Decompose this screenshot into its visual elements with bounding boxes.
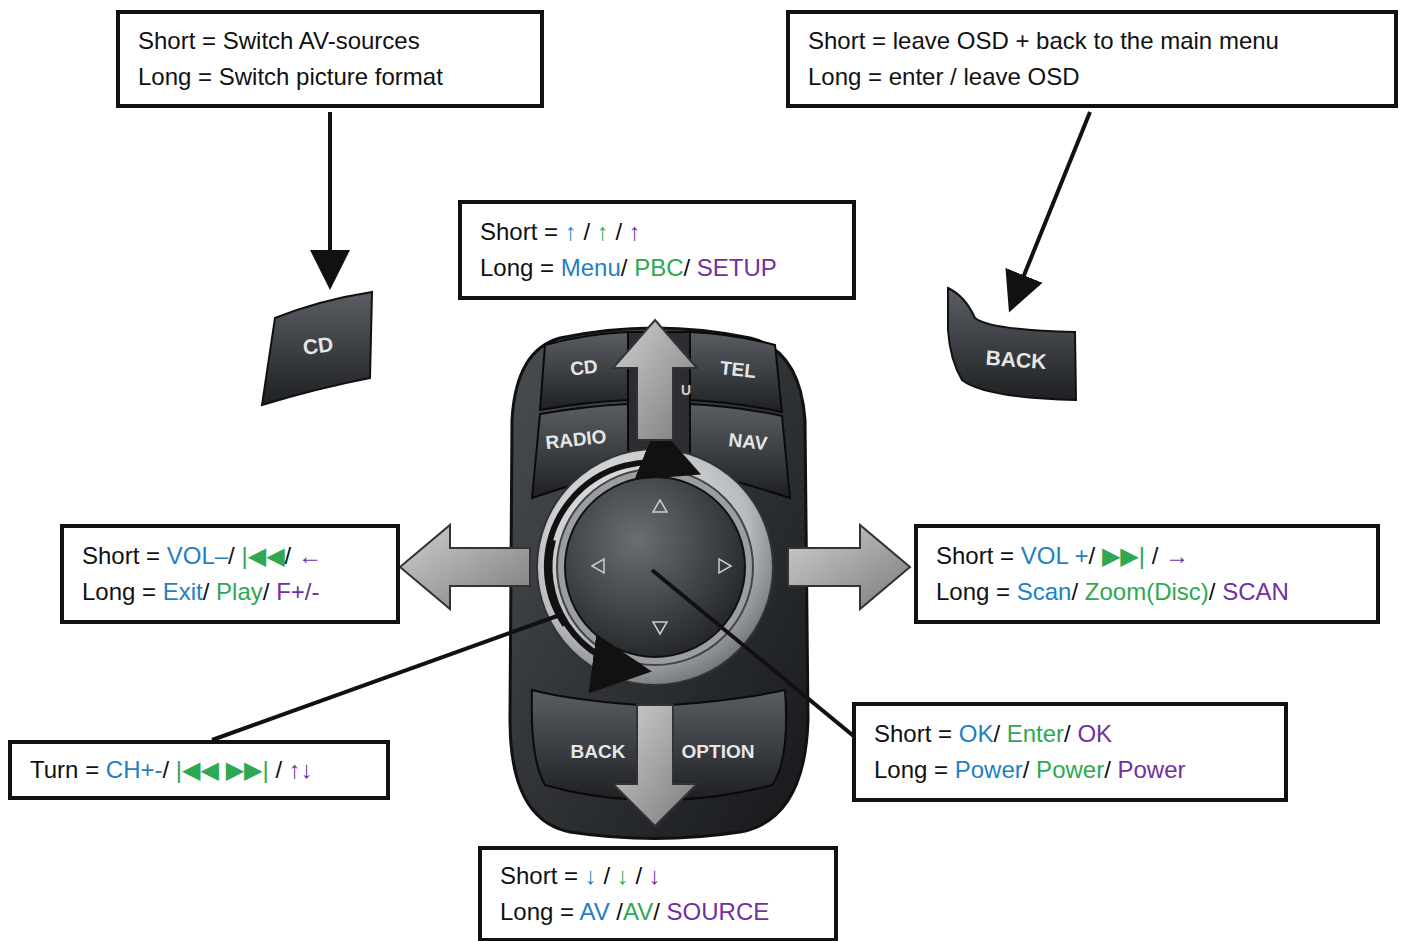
dvd-mode-text: Zoom(Disc) (1078, 578, 1209, 605)
setup-mode-text: ↑ (622, 218, 641, 245)
tv-mode-text: Power (955, 756, 1023, 783)
separator: / (203, 578, 210, 605)
button-label: OPTION (682, 741, 755, 763)
setup-mode-text: SETUP (690, 254, 777, 281)
prefix-text: Long = (874, 756, 955, 783)
button-label: BACK (571, 741, 626, 763)
separator: / (993, 720, 1000, 747)
dvd-mode-text: ▶▶| (1095, 542, 1151, 569)
callout-text: Short = ↓ / ↓ / ↓ (500, 858, 816, 894)
separator: / (583, 218, 590, 245)
separator: / (1152, 542, 1159, 569)
turn-callout: Turn = CH+-/ |◀◀ ▶▶| / ↑↓ (8, 740, 390, 800)
setup-mode-text: ↑↓ (282, 756, 313, 783)
callout-text: Long = AV /AV/ SOURCE (500, 894, 816, 930)
callout-text: Long = Power/ Power/ Power (874, 752, 1266, 788)
button-callout: Short = Switch AV-sourcesLong = Switch p… (116, 10, 544, 108)
dvd-mode-text: Enter (1000, 720, 1064, 747)
prefix-text: Long = (480, 254, 561, 281)
separator: / (263, 578, 270, 605)
callout-text: Short = ↑ / ↑ / ↑ (480, 214, 834, 250)
button-label: TEL (719, 357, 757, 383)
tv-mode-text: ↑ (565, 218, 584, 245)
callout-text: Short = Switch AV-sources (138, 23, 522, 59)
push-left-callout: Short = VOL–/ |◀◀/ ←Long = Exit/ Play/ F… (60, 524, 400, 624)
setup-mode-text: SOURCE (660, 898, 769, 925)
button-callout: Short = leave OSD + back to the main men… (786, 10, 1398, 108)
dvd-mode-text: ↓ (610, 862, 635, 889)
tv-mode-text: Exit (163, 578, 203, 605)
separator: / (285, 542, 292, 569)
setup-mode-text: Power (1111, 756, 1186, 783)
callout-text: Long = Exit/ Play/ F+/- (82, 574, 378, 610)
callout-text: Long = Menu/ PBC/ SETUP (480, 250, 834, 286)
button-label: NAV (728, 429, 769, 455)
callout-text: Long = Scan/ Zoom(Disc)/ SCAN (936, 574, 1358, 610)
dvd-mode-text: Play (209, 578, 262, 605)
callout-text: Long = Switch picture format (138, 59, 522, 95)
dvd-mode-text: PBC (627, 254, 683, 281)
callout-text: Short = OK/ Enter/ OK (874, 716, 1266, 752)
tv-mode-text: CH+- (106, 756, 163, 783)
prefix-text: Long = (82, 578, 163, 605)
tv-mode-text: AV (579, 898, 616, 925)
push-right-callout: Short = VOL +/ ▶▶| / →Long = Scan/ Zoom(… (914, 524, 1380, 624)
button-label: CD (569, 356, 599, 381)
setup-mode-text: SCAN (1215, 578, 1288, 605)
tv-mode-text: VOL– (167, 542, 228, 569)
callout-text: Short = VOL +/ ▶▶| / → (936, 538, 1358, 574)
tv-mode-text: VOL + (1021, 542, 1089, 569)
press-callout: Short = OK/ Enter/ OKLong = Power/ Power… (852, 702, 1288, 802)
push-down-callout: Short = ↓ / ↓ / ↓Long = AV /AV/ SOURCE (478, 846, 838, 941)
tv-mode-text: Menu (561, 254, 621, 281)
button-label: CD (301, 332, 334, 360)
setup-mode-text: → (1158, 542, 1189, 569)
prefix-text: Short = (82, 542, 167, 569)
separator: / (683, 254, 690, 281)
separator: / (1023, 756, 1030, 783)
callout-text: Short = VOL–/ |◀◀/ ← (82, 538, 378, 574)
separator: / (635, 862, 642, 889)
dvd-mode-text: |◀◀ ▶▶| (169, 756, 275, 783)
button-label: U (681, 382, 691, 398)
separator: / (275, 756, 282, 783)
separator: / (228, 542, 235, 569)
separator: / (615, 218, 622, 245)
dvd-mode-text: ↑ (590, 218, 615, 245)
separator: / (1064, 720, 1071, 747)
separator: / (1071, 578, 1078, 605)
separator: / (616, 898, 623, 925)
setup-mode-text: ↓ (642, 862, 661, 889)
separator: / (1104, 756, 1111, 783)
prefix-text: Short = (500, 862, 585, 889)
prefix-text: Short = (480, 218, 565, 245)
tv-mode-text: Scan (1017, 578, 1072, 605)
callout-text: Turn = CH+-/ |◀◀ ▶▶| / ↑↓ (30, 752, 368, 788)
prefix-text: Long = (936, 578, 1017, 605)
separator: / (1089, 542, 1096, 569)
callout-text: Long = enter / leave OSD (808, 59, 1376, 95)
tv-mode-text: OK (959, 720, 994, 747)
setup-mode-text: OK (1071, 720, 1112, 747)
separator: / (162, 756, 169, 783)
push-up-callout: Short = ↑ / ↑ / ↑Long = Menu/ PBC/ SETUP (458, 200, 856, 300)
callout-text: Short = leave OSD + back to the main men… (808, 23, 1376, 59)
dvd-mode-text: |◀◀ (235, 542, 285, 569)
separator: / (1209, 578, 1216, 605)
separator: / (653, 898, 660, 925)
separator: / (621, 254, 628, 281)
prefix-text: Short = (936, 542, 1021, 569)
dvd-mode-text: Power (1029, 756, 1104, 783)
tv-mode-text: ↓ (585, 862, 604, 889)
button-label: BACK (985, 346, 1047, 374)
setup-mode-text: F+/- (269, 578, 319, 605)
prefix-text: Short = (874, 720, 959, 747)
prefix-text: Turn = (30, 756, 106, 783)
separator: / (603, 862, 610, 889)
prefix-text: Long = (500, 898, 579, 925)
setup-mode-text: ← (291, 542, 322, 569)
dvd-mode-text: AV (623, 898, 653, 925)
